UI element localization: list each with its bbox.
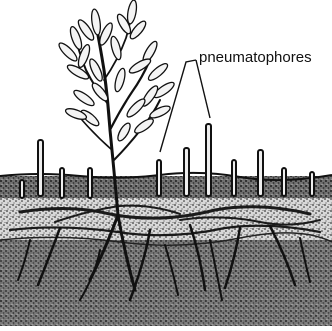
pneumatophore: [184, 148, 189, 196]
pneumatophore: [206, 124, 211, 196]
pneumatophore: [310, 172, 314, 196]
pneumatophore: [258, 150, 263, 196]
pointer-line: [196, 60, 210, 118]
pneumatophore: [88, 168, 92, 198]
pneumatophore: [60, 168, 64, 198]
pneumatophore: [157, 160, 161, 196]
pneumatophores-label: pneumatophores: [199, 49, 312, 66]
pneumatophore: [20, 180, 24, 198]
pneumatophore: [282, 168, 286, 196]
pneumatophore: [38, 140, 43, 196]
pneumatophore: [232, 160, 236, 196]
tree-leaves: [57, 0, 176, 143]
